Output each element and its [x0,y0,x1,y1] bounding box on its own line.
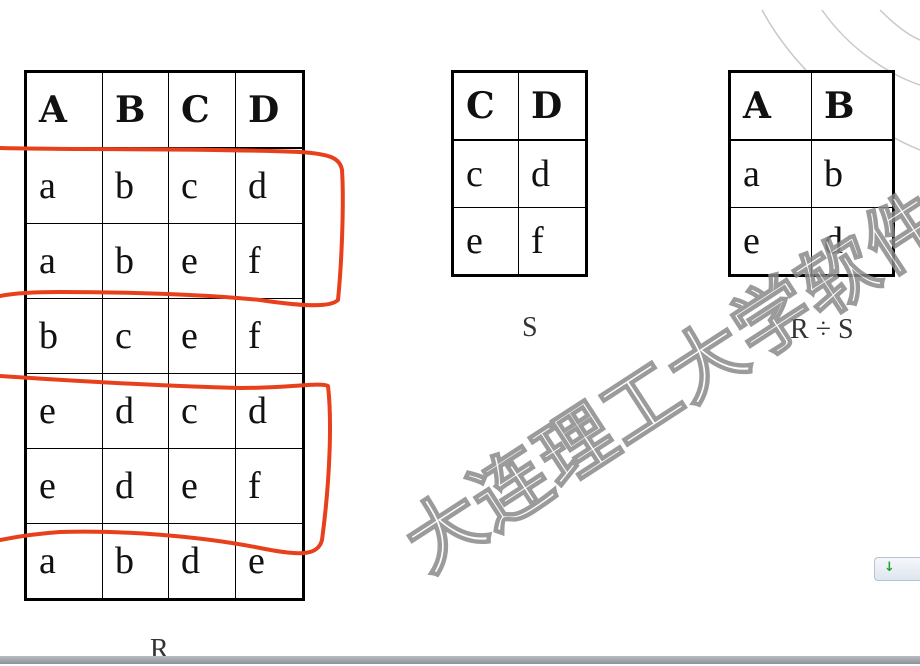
table-header-row: A B C D [25,71,304,149]
table-header-row: C D [452,71,587,141]
table-cell: a [25,147,103,224]
table-cell: e [168,223,236,299]
column-header: A [25,71,103,149]
table-cell: d [518,139,587,208]
table-cell: b [102,523,169,600]
table-cell: c [102,298,169,374]
table-row: a b d e [25,523,304,600]
table-cell: c [452,139,519,208]
table-cell: e [25,373,103,449]
table-cell: b [102,147,169,224]
caption-s: S [522,312,538,343]
column-header: D [518,71,587,141]
quotient-table: A B a b e d [728,70,895,277]
table-cell: e [168,448,236,524]
column-header: B [811,71,894,141]
table-row: e d e f [25,448,304,524]
table-cell: b [102,223,169,299]
table-cell: f [235,223,304,299]
table-cell: f [235,448,304,524]
table-cell: d [168,523,236,600]
column-header: C [168,71,236,149]
down-arrow-icon: ↓ [884,560,895,575]
table-cell: f [235,298,304,374]
table-cell: e [729,207,812,276]
table-cell: e [452,207,519,276]
table-row: e f [452,207,587,276]
table-cell: f [518,207,587,276]
table-cell: a [729,139,812,208]
table-header-row: A B [729,71,894,141]
table-row: a b c d [25,147,304,224]
table-cell: d [102,448,169,524]
column-header: D [235,71,304,149]
table-cell: d [235,373,304,449]
table-row: b c e f [25,298,304,374]
table-cell: d [811,207,894,276]
column-header: C [452,71,519,141]
table-cell: a [25,223,103,299]
column-header: B [102,71,169,149]
table-row: e d [729,207,894,276]
table-cell: d [235,147,304,224]
table-cell: b [25,298,103,374]
bottom-bar [0,656,920,664]
table-cell: e [235,523,304,600]
table-cell: e [25,448,103,524]
download-button[interactable]: ↓ [874,557,920,581]
table-cell: e [168,298,236,374]
table-cell: a [25,523,103,600]
table-row: c d [452,139,587,208]
table-cell: c [168,373,236,449]
relation-s-table: C D c d e f [451,70,588,277]
table-row: e d c d [25,373,304,449]
table-cell: c [168,147,236,224]
caption-quotient: R ÷ S [790,314,854,345]
table-row: a b e f [25,223,304,299]
table-cell: d [102,373,169,449]
column-header: A [729,71,812,141]
relation-r-table: A B C D a b c d a b e f b c e f e d c d [24,70,305,601]
